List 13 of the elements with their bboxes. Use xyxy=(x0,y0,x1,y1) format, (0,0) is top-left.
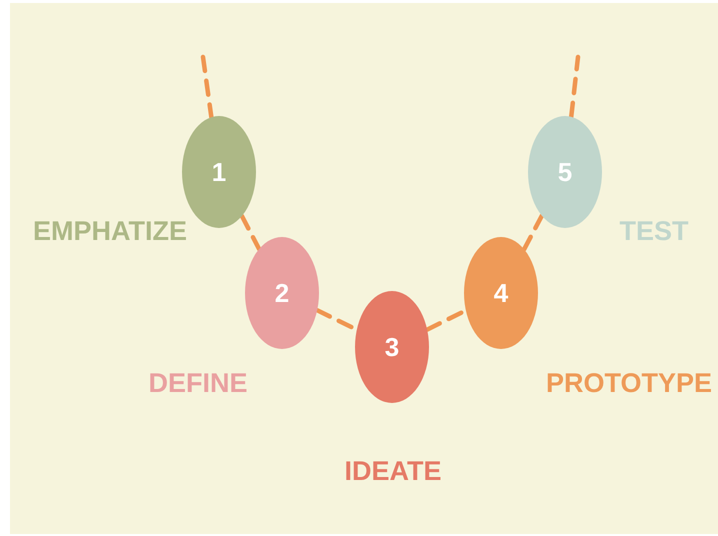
step-number: 3 xyxy=(384,334,400,360)
step-number: 1 xyxy=(212,159,226,185)
step-number: 4 xyxy=(494,280,508,306)
step-number: 2 xyxy=(274,280,290,306)
step-number: 5 xyxy=(558,159,572,185)
dashed-connector xyxy=(522,213,544,252)
step-label: EMPHATIZE xyxy=(32,218,188,245)
step-label: DEFINE xyxy=(148,370,248,397)
dashed-connector xyxy=(200,54,214,120)
step-label: IDEATE xyxy=(343,458,442,485)
dashed-connector xyxy=(240,214,262,252)
step-label: PROTOTYPE xyxy=(546,370,712,397)
dashed-connector xyxy=(569,54,580,120)
